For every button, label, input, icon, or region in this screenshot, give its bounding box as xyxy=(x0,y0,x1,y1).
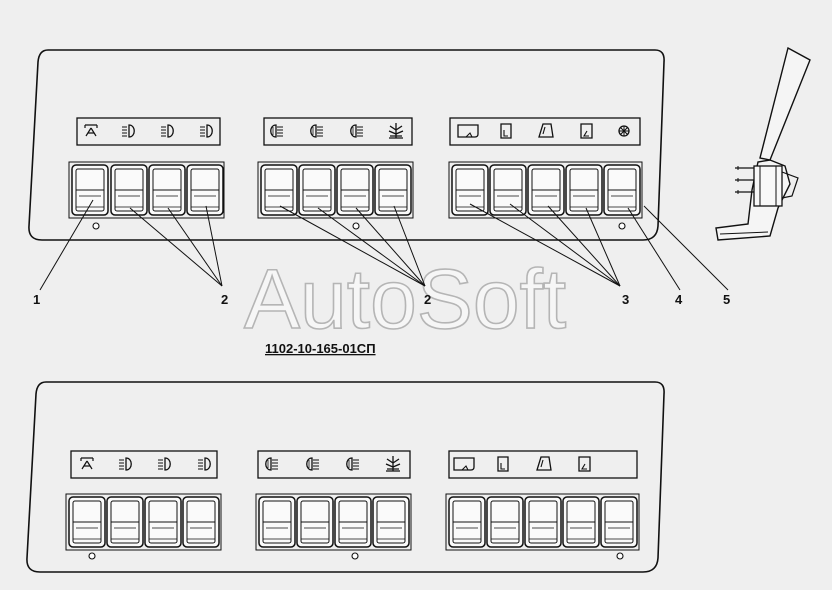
lower-switch-group-3 xyxy=(445,493,640,551)
upper-icon-strip-wipers xyxy=(449,117,641,146)
switch-key[interactable] xyxy=(68,496,106,548)
leader-lines xyxy=(39,199,729,291)
switch-key[interactable] xyxy=(186,164,224,216)
switch-key[interactable] xyxy=(258,496,296,548)
lower-switch-group-1 xyxy=(65,493,222,551)
callout-3: 3 xyxy=(622,292,629,307)
switch-key[interactable] xyxy=(524,496,562,548)
switch-key[interactable] xyxy=(336,164,374,216)
upper-switch-group-2 xyxy=(257,161,414,219)
switch-key[interactable] xyxy=(565,164,603,216)
switch-key[interactable] xyxy=(372,496,410,548)
switch-key[interactable] xyxy=(148,164,186,216)
callout-5: 5 xyxy=(723,292,730,307)
switch-key[interactable] xyxy=(71,164,109,216)
switch-side-view xyxy=(715,46,811,241)
upper-icon-strip-fog xyxy=(263,117,413,146)
switch-key[interactable] xyxy=(106,496,144,548)
switch-key[interactable] xyxy=(374,164,412,216)
switch-key[interactable] xyxy=(489,164,527,216)
switch-key[interactable] xyxy=(182,496,220,548)
indicator-lamp xyxy=(616,552,624,560)
indicator-lamp xyxy=(92,222,100,230)
lower-icon-strip-wipers xyxy=(448,450,638,479)
watermark: AutoSoft xyxy=(244,252,566,346)
switch-key[interactable] xyxy=(562,496,600,548)
indicator-lamp xyxy=(351,552,359,560)
callout-4: 4 xyxy=(675,292,683,307)
fan-icon xyxy=(618,125,630,137)
lower-switch-group-2 xyxy=(255,493,412,551)
switch-key[interactable] xyxy=(600,496,638,548)
switch-key[interactable] xyxy=(527,164,565,216)
upper-switch-group-1 xyxy=(68,161,225,219)
switch-key[interactable] xyxy=(451,164,489,216)
switch-key[interactable] xyxy=(298,164,336,216)
lower-icon-strip-lighting xyxy=(70,450,218,479)
part-number-caption: 1102-10-165-01СП xyxy=(265,341,376,356)
switch-key[interactable] xyxy=(144,496,182,548)
upper-switch-group-3 xyxy=(448,161,643,219)
upper-switch-panel xyxy=(28,49,665,241)
callout-2b: 2 xyxy=(424,292,431,307)
indicator-lamp xyxy=(618,222,626,230)
indicator-lamp xyxy=(352,222,360,230)
switch-key[interactable] xyxy=(486,496,524,548)
switch-key[interactable] xyxy=(296,496,334,548)
switch-key[interactable] xyxy=(448,496,486,548)
callout-1: 1 xyxy=(33,292,40,307)
lower-icon-strip-fog xyxy=(257,450,411,479)
indicator-lamp xyxy=(88,552,96,560)
switch-key[interactable] xyxy=(603,164,641,216)
switch-key[interactable] xyxy=(260,164,298,216)
lower-switch-panel xyxy=(26,381,665,573)
upper-icon-strip-lighting xyxy=(76,117,221,146)
callout-2: 2 xyxy=(221,292,228,307)
switch-key[interactable] xyxy=(110,164,148,216)
switch-key[interactable] xyxy=(334,496,372,548)
